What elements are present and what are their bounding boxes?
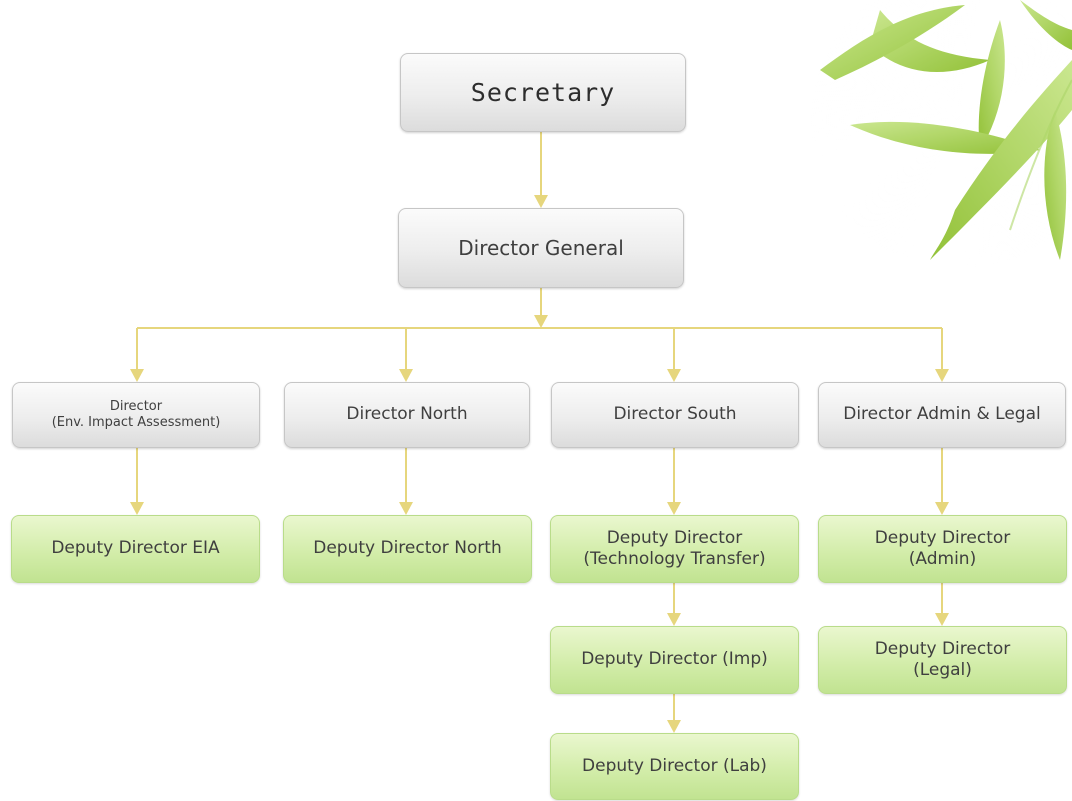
node-director-admin-legal-label: Director Admin & Legal	[843, 404, 1041, 425]
bamboo-leaves-decoration	[810, 0, 1072, 270]
connector-director-south-deputy-arrowhead	[667, 502, 681, 515]
connector-bus-director-south-arrowhead	[667, 369, 681, 382]
node-director-general: Director General	[398, 208, 684, 288]
node-director-north-label: Director North	[346, 404, 468, 425]
leaf-4	[850, 121, 1040, 154]
connector-bus-director-eia-arrowhead	[130, 369, 144, 382]
leaf-5	[930, 60, 1072, 260]
node-director-eia-line2: (Env. Impact Assessment)	[51, 415, 221, 430]
leaf-3	[978, 20, 1005, 150]
leaf-stem	[1009, 79, 1072, 231]
node-director-south: Director South	[551, 382, 799, 448]
node-deputy-director-imp: Deputy Director (Imp)	[550, 626, 799, 694]
node-director-south-label: Director South	[613, 404, 737, 425]
node-deputy-director-legal: Deputy Director (Legal)	[818, 626, 1067, 694]
connector-bus-director-admin-legal-arrowhead	[935, 369, 949, 382]
node-deputy-director-admin-line1: Deputy Director	[874, 527, 1011, 548]
connector-director-admin-deputy-arrowhead	[935, 502, 949, 515]
connector-director-eia-deputy-arrowhead	[130, 502, 144, 515]
leaf-6	[1044, 110, 1067, 260]
node-secretary-label: Secretary	[470, 77, 616, 107]
node-deputy-director-lab: Deputy Director (Lab)	[550, 733, 799, 800]
connectors	[130, 132, 949, 733]
connector-tech-transfer-imp-arrowhead	[667, 613, 681, 626]
connector-secretary-director-general-arrowhead	[534, 195, 548, 208]
connector-admin-legal-arrowhead	[935, 613, 949, 626]
node-deputy-director-imp-label: Deputy Director (Imp)	[581, 649, 768, 670]
node-director-eia-line1: Director	[109, 398, 163, 414]
node-deputy-director-north: Deputy Director North	[283, 515, 532, 583]
node-deputy-director-tech-transfer-line1: Deputy Director	[606, 527, 743, 548]
node-deputy-director-north-label: Deputy Director North	[313, 538, 502, 559]
leaf-1	[870, 10, 990, 72]
node-director-general-label: Director General	[458, 235, 624, 260]
node-deputy-director-eia: Deputy Director EIA	[11, 515, 260, 583]
connector-imp-lab-arrowhead	[667, 720, 681, 733]
leaf-7	[1020, 0, 1072, 50]
node-deputy-director-legal-line2: (Legal)	[913, 660, 972, 680]
leaf-2	[820, 5, 965, 80]
node-director-eia: Director (Env. Impact Assessment)	[12, 382, 260, 448]
node-deputy-director-tech-transfer-line2: (Technology Transfer)	[583, 549, 766, 569]
node-deputy-director-tech-transfer: Deputy Director (Technology Transfer)	[550, 515, 799, 583]
node-director-north: Director North	[284, 382, 530, 448]
node-deputy-director-admin: Deputy Director (Admin)	[818, 515, 1067, 583]
node-director-admin-legal: Director Admin & Legal	[818, 382, 1066, 448]
connector-bus-director-north-arrowhead	[399, 369, 413, 382]
connector-director-north-deputy-arrowhead	[399, 502, 413, 515]
node-deputy-director-admin-line2: (Admin)	[908, 549, 977, 569]
connector-director-general-bus-arrowhead	[534, 315, 548, 328]
node-deputy-director-eia-label: Deputy Director EIA	[51, 538, 220, 559]
node-secretary: Secretary	[400, 53, 686, 132]
node-deputy-director-legal-line1: Deputy Director	[874, 638, 1011, 659]
node-deputy-director-lab-label: Deputy Director (Lab)	[582, 755, 767, 776]
